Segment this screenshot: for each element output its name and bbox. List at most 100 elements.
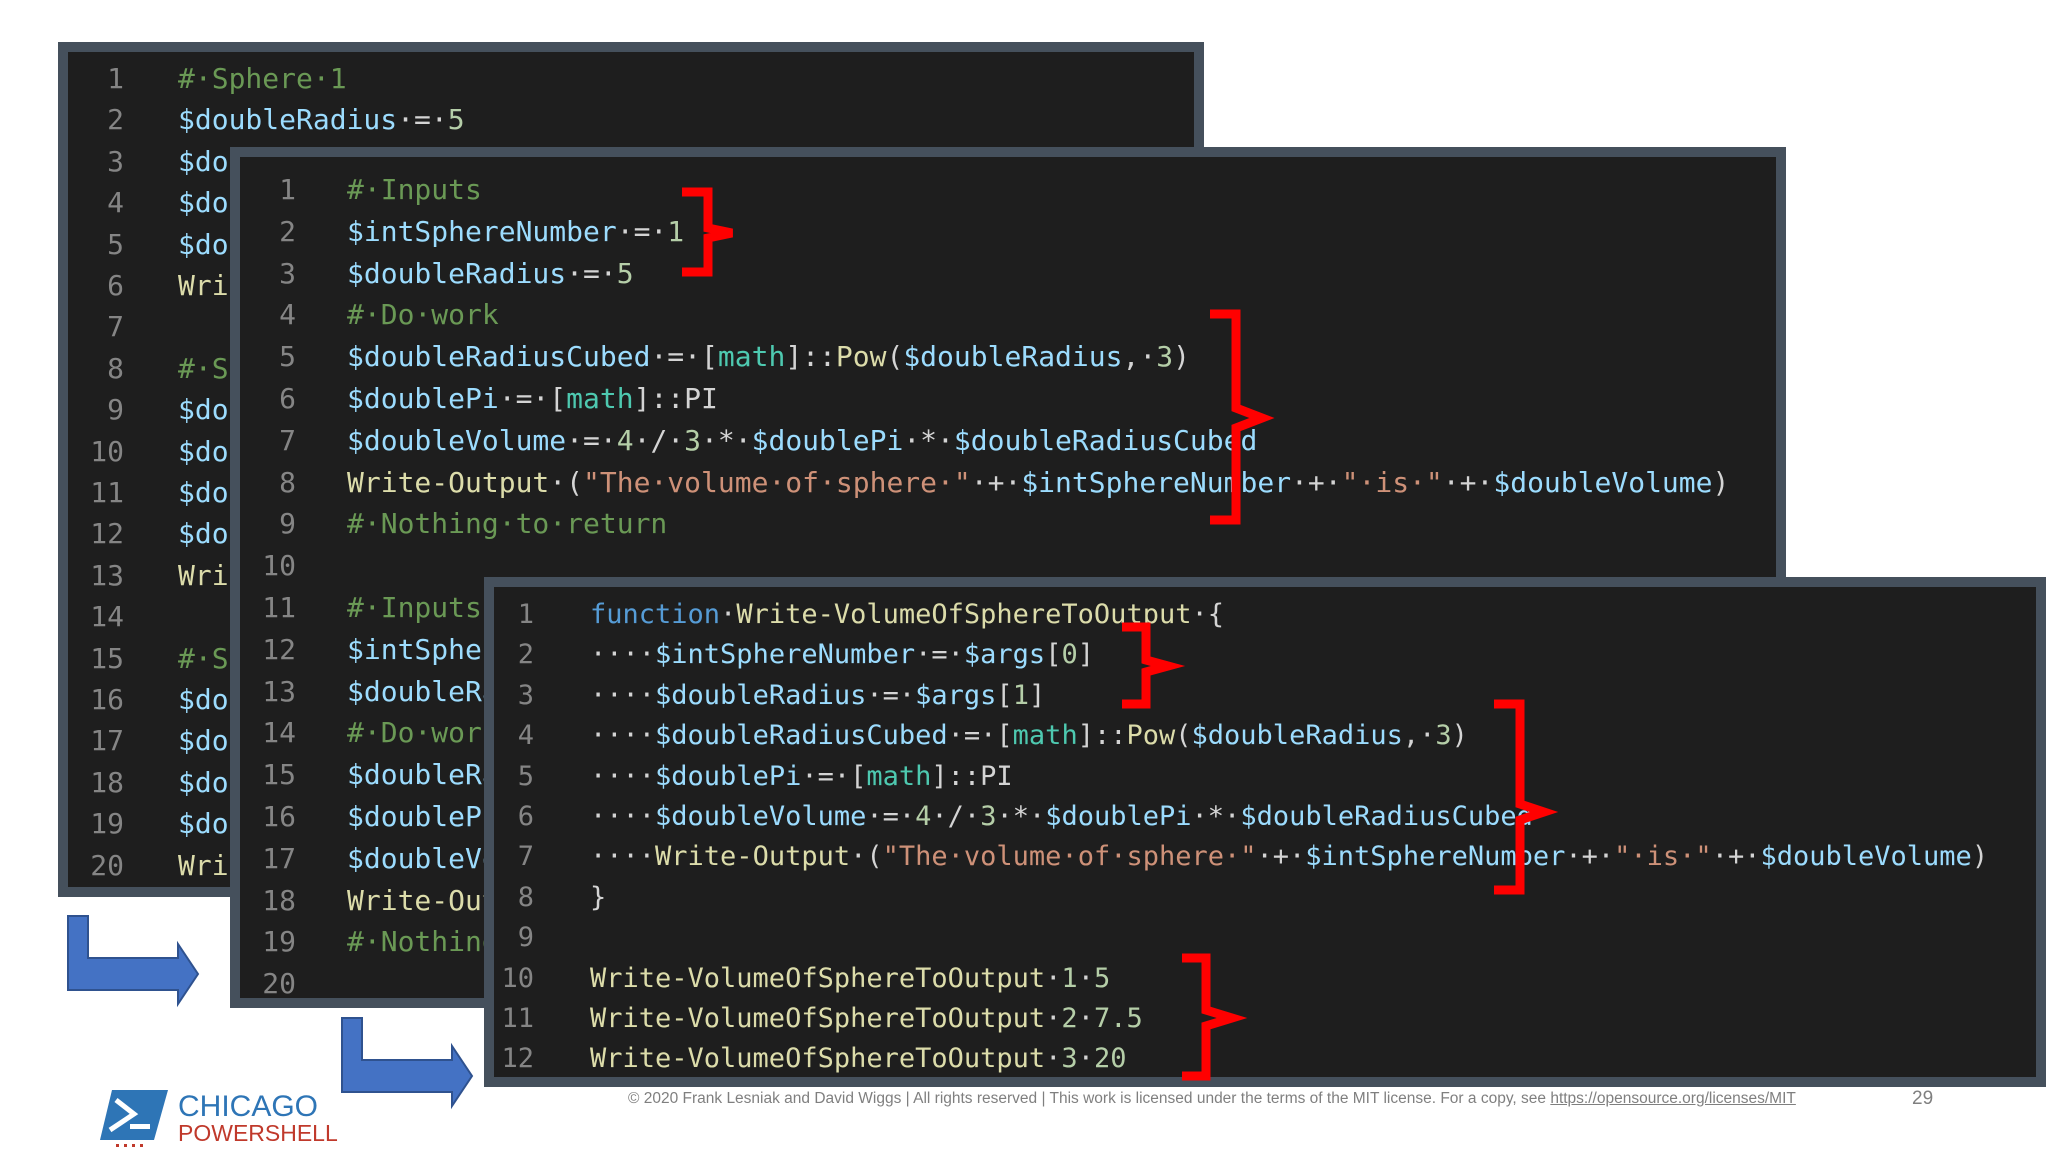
code-token: $doubleVolume (1493, 465, 1713, 499)
code-token: #·Sphere·1 (178, 62, 347, 95)
line-number: 1 (107, 62, 124, 95)
code-token: ·/· (633, 423, 685, 457)
code-token: ,· (1122, 340, 1157, 374)
code-token: 5 (1093, 962, 1111, 994)
code-token: math (566, 382, 634, 415)
code-token: ( (1175, 720, 1192, 752)
code-token: ·=· (915, 639, 964, 671)
code-line: 4#·Do·work (240, 294, 1776, 335)
code-token: #·Do·work (347, 298, 499, 332)
code-token: 1 (1061, 962, 1078, 994)
code-token: 4 (616, 423, 634, 457)
arrow-icon (341, 1017, 474, 1110)
code-token: 3 (1156, 340, 1174, 374)
code-token: $doubleRadiusCubed (953, 423, 1258, 457)
code-token: 4 (915, 801, 932, 832)
code-token: $doubleVolume (655, 801, 867, 832)
code-line: 14 (68, 596, 1194, 637)
line-number: 7 (279, 423, 296, 457)
code-token: ·=· (866, 679, 916, 711)
code-line: 5$doubleRadiusCubed·=·[math]::Pow($doubl… (240, 336, 1776, 377)
code-token: Write-VolumeOfSphereToOutput (590, 1003, 1046, 1034)
code-token: ···· (590, 720, 656, 752)
code-token: 1 (667, 214, 685, 248)
code-text: Write-Output·("The·volume·of·sphere·"·+·… (347, 462, 1729, 504)
line-number: 19 (262, 925, 296, 959)
license-link[interactable]: https://opensource.org/licenses/MIT (1550, 1090, 1796, 1107)
code-token: $doubleRa (347, 674, 499, 708)
code-line: 1 #·Sphere·1 (68, 58, 1194, 99)
code-token: ] (1077, 639, 1094, 671)
code-token: $doublePi (751, 423, 904, 457)
code-line: 9#·Nothing·to·return (240, 503, 1776, 544)
code-token: Pow (835, 340, 887, 374)
code-token: ]::PI (633, 382, 718, 415)
code-token: ·=· (616, 214, 668, 248)
code-text: $doubleRadius·=·5 (347, 253, 634, 295)
code-token: 20 (1093, 1043, 1127, 1075)
code-text: $intSpher (347, 629, 499, 671)
code-token: $doubleVolume (1760, 841, 1972, 873)
code-line: 7 (68, 306, 1194, 347)
code-token: ]::PI (931, 760, 1013, 792)
code-token: 3 (684, 423, 702, 457)
code-token: 0 (1061, 639, 1078, 671)
line-number: 12 (262, 632, 296, 666)
line-number: 1 (279, 173, 296, 206)
code-token: $doubleRadius (178, 103, 398, 137)
code-token: ·=· (397, 103, 448, 137)
code-token: ·+· (1711, 841, 1761, 873)
code-text: ····Write-Output·("The·volume·of·sphere·… (590, 837, 1988, 877)
code-token: 5 (616, 256, 634, 290)
code-token: Write-Out (347, 883, 499, 917)
line-number: 14 (90, 600, 124, 634)
code-token: ·+· (1291, 465, 1342, 499)
code-text: $intSphereNumber·=·1 (347, 211, 684, 253)
line-number: 3 (517, 679, 534, 711)
line-number: 1 (517, 599, 534, 630)
powershell-logo-icon (100, 1090, 168, 1147)
code-text: #·Nothing (347, 921, 499, 963)
code-token: · (1045, 1003, 1062, 1034)
code-text: $doublePi (347, 796, 499, 838)
code-token: #·Nothing (347, 925, 499, 959)
code-token: math (1012, 720, 1078, 752)
code-token: 3 (980, 801, 997, 832)
code-token: ·=·[ (801, 760, 867, 792)
code-line: 5····$doublePi·=·[math]::PI (494, 757, 2036, 798)
line-number: 10 (90, 434, 124, 468)
code-token: #·Nothing·to·return (347, 507, 668, 541)
code-text: ····$doubleVolume·=·4·/·3·*·$doublePi·*·… (590, 797, 1533, 837)
code-text: $doublePi·=·[math]::PI (347, 378, 718, 420)
line-number: 16 (262, 800, 296, 833)
code-token: ]:: (1077, 720, 1127, 752)
code-token: $args (963, 639, 1046, 671)
footer-copyright: © 2020 Frank Lesniak and David Wiggs | A… (628, 1090, 1796, 1107)
code-token: 2 (1061, 1003, 1078, 1034)
line-number: 5 (107, 227, 124, 261)
code-token: Write-VolumeOfSphereToOutput (590, 962, 1046, 994)
line-number: 13 (90, 558, 124, 592)
code-token: ·=·[ (498, 382, 567, 415)
code-line: 9 (494, 918, 2036, 959)
logo-line2: POWERSHELL (178, 1120, 338, 1146)
line-number: 2 (107, 103, 124, 137)
line-number: 4 (107, 186, 124, 220)
code-token: $doubleRadiusCubed (347, 340, 651, 374)
code-token: 3 (1435, 720, 1452, 752)
code-text: Write-VolumeOfSphereToOutput·3·20 (590, 1039, 1127, 1077)
line-number: 12 (90, 517, 124, 551)
code-token: ) (1173, 340, 1190, 374)
code-token: ·+· (1442, 465, 1494, 499)
code-token: ·+· (1565, 841, 1615, 873)
code-token: · (1045, 1043, 1062, 1075)
code-token: $intSphereNumber (655, 639, 916, 671)
line-number: 18 (262, 883, 296, 917)
code-line: 3$doubleRadius·=·5 (240, 253, 1776, 294)
code-token: · (1077, 1003, 1094, 1034)
page-number: 29 (1912, 1088, 1934, 1109)
code-token: math (717, 340, 786, 374)
